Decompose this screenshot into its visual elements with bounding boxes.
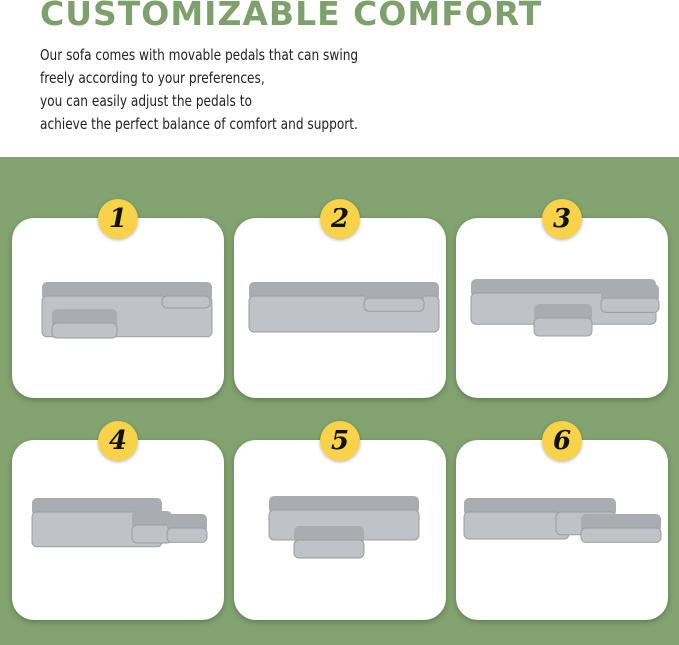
config-number-badge: 1 xyxy=(98,199,138,239)
config-number-badge: 6 xyxy=(542,421,582,461)
sofa-seat xyxy=(293,539,365,559)
page-title: CUSTOMIZABLE COMFORT xyxy=(40,0,543,33)
sofa-image xyxy=(268,496,420,559)
sofa-seat xyxy=(131,524,173,544)
sofa-image xyxy=(41,282,213,339)
configuration-card-4 xyxy=(12,440,224,620)
sofa-image xyxy=(470,279,660,337)
configuration-card-3 xyxy=(456,218,668,398)
sofa-image xyxy=(248,282,440,333)
sofa-seat xyxy=(600,297,660,313)
sofa-seat xyxy=(51,322,118,339)
sofa-seat xyxy=(580,527,662,543)
sofa-seat xyxy=(161,295,211,309)
description-line: Our sofa comes with movable pedals that … xyxy=(40,46,359,64)
sofa-image xyxy=(463,498,662,543)
sofa-image xyxy=(31,498,208,548)
description-line: achieve the perfect balance of comfort a… xyxy=(40,115,358,133)
description-line: freely according to your preferences, xyxy=(40,69,265,87)
description: Our sofa comes with movable pedals that … xyxy=(40,44,508,136)
config-number-badge: 3 xyxy=(542,199,582,239)
config-number-badge: 4 xyxy=(98,421,138,461)
configuration-card-1 xyxy=(12,218,224,398)
config-number-badge: 2 xyxy=(320,199,360,239)
sofa-seat xyxy=(533,317,593,337)
configuration-card-2 xyxy=(234,218,446,398)
sofa-seat xyxy=(463,511,570,540)
sofa-seat xyxy=(166,527,208,543)
configuration-card-5 xyxy=(234,440,446,620)
config-number-badge: 5 xyxy=(320,421,360,461)
description-line: you can easily adjust the pedals to xyxy=(40,92,252,110)
configuration-card-6 xyxy=(456,440,668,620)
sofa-seat xyxy=(363,297,425,312)
